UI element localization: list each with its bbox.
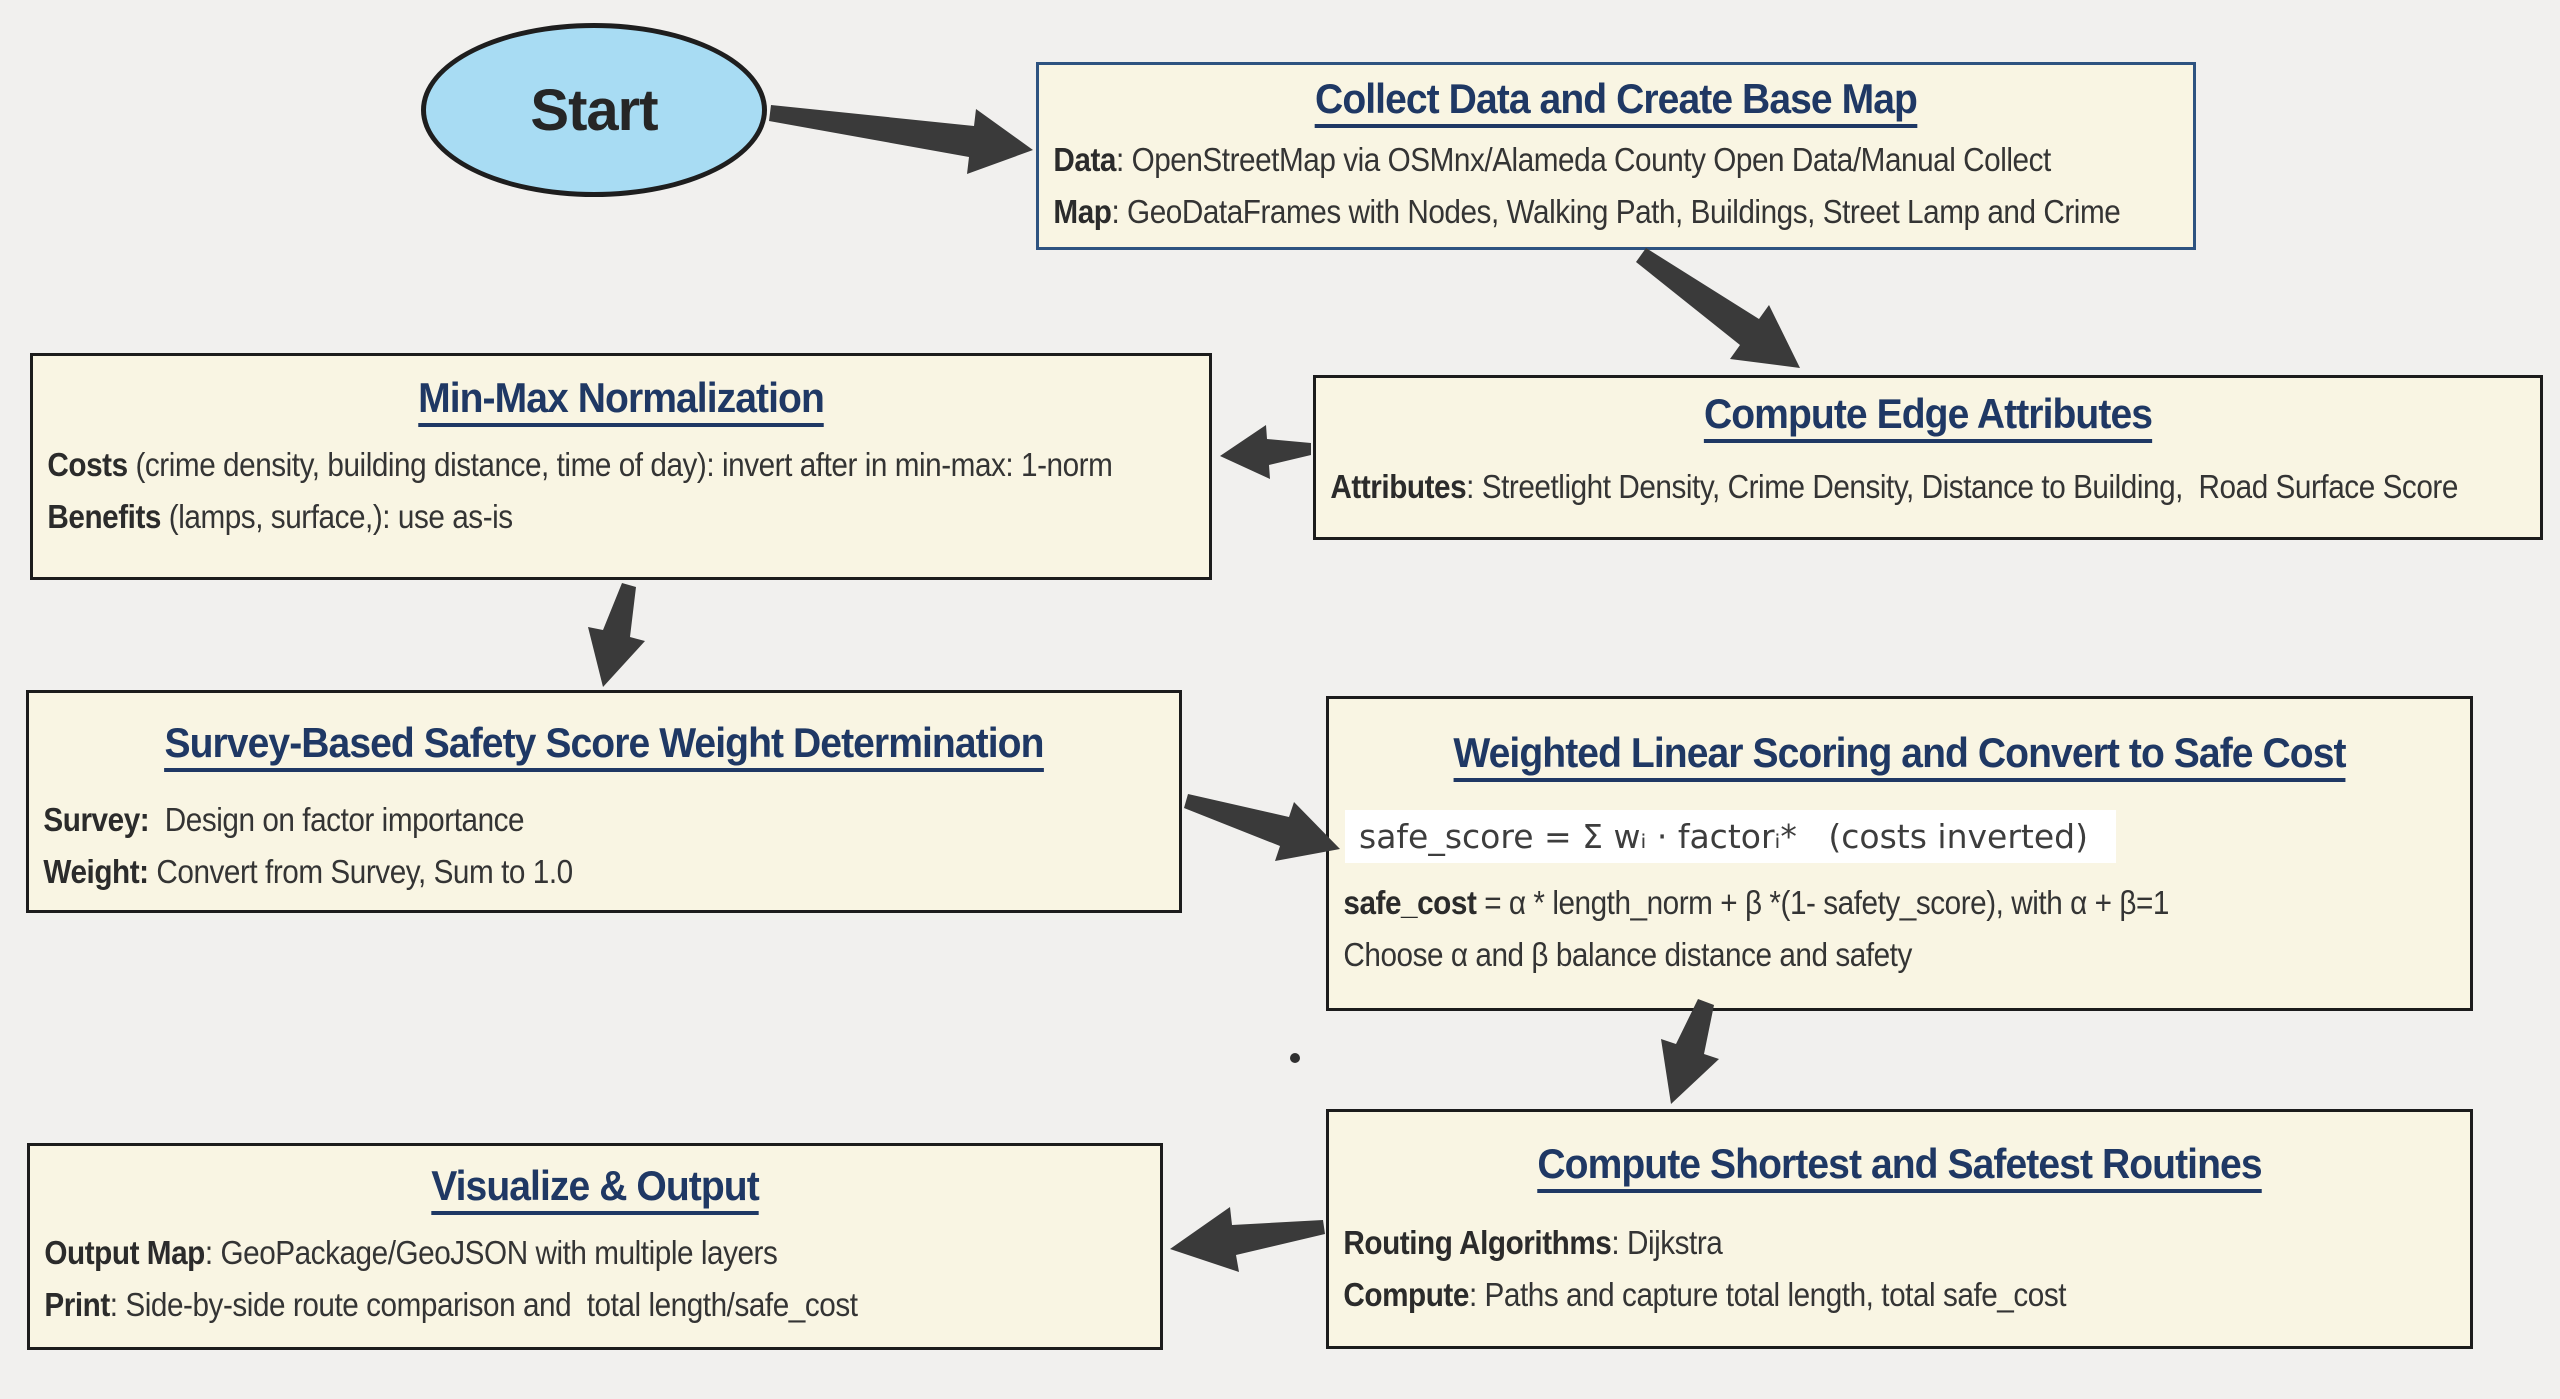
collect-data-node: Collect Data and Create Base Map Data: O… <box>1036 62 2196 250</box>
compute-routes-node: Compute Shortest and Safetest Routines R… <box>1326 1109 2473 1349</box>
line-text: : Side-by-side route comparison and tota… <box>109 1285 858 1323</box>
line-label: Output Map <box>44 1233 205 1271</box>
flow-arrow <box>1170 1207 1325 1272</box>
routing-line-1: Routing Algorithms: Dijkstra <box>1329 1217 2356 1269</box>
flow-arrow <box>588 583 645 687</box>
print-line: Print: Side-by-side route comparison and… <box>30 1279 1047 1331</box>
line-text: (lamps, surface,): use as-is <box>160 497 513 535</box>
minmax-title-text: Min-Max Normalization <box>418 374 825 427</box>
weighted-scoring-title-text: Weighted Linear Scoring and Convert to S… <box>1453 729 2347 782</box>
line-label: safe_cost <box>1343 883 1477 921</box>
edge-attributes-node: Compute Edge Attributes Attributes: Stre… <box>1313 375 2543 540</box>
compute-routes-title-text: Compute Shortest and Safetest Routines <box>1537 1140 2263 1193</box>
collect-data-line-2: Map: GeoDataFrames with Nodes, Walking P… <box>1039 186 2120 238</box>
line-text: Choose α and β balance distance and safe… <box>1343 935 1912 973</box>
survey-weights-title: Survey-Based Safety Score Weight Determi… <box>69 717 1139 772</box>
line-label: Data <box>1053 140 1116 178</box>
line-text: (crime density, building distance, time … <box>127 445 1113 483</box>
routing-line-2: Compute: Paths and capture total length,… <box>1329 1269 2356 1321</box>
line-text: : GeoDataFrames with Nodes, Walking Path… <box>1111 192 2121 230</box>
line-text: Design on factor importance <box>149 800 525 838</box>
line-text: = α * length_norm + β *(1- safety_score)… <box>1476 883 2169 921</box>
minmax-title: Min-Max Normalization <box>74 372 1168 427</box>
survey-line-1: Survey: Design on factor importance <box>29 794 1064 846</box>
weighted-scoring-node: Weighted Linear Scoring and Convert to S… <box>1326 696 2473 1011</box>
survey-weights-node: Survey-Based Safety Score Weight Determi… <box>26 690 1182 913</box>
collect-data-title: Collect Data and Create Base Map <box>1079 73 2152 128</box>
visualize-output-title: Visualize & Output <box>70 1160 1121 1215</box>
minmax-line-2: Benefits (lamps, surface,): use as-is <box>33 491 1091 543</box>
line-label: Print <box>44 1285 110 1323</box>
line-text: : GeoPackage/GeoJSON with multiple layer… <box>204 1233 778 1271</box>
visualize-output-node: Visualize & Output Output Map: GeoPackag… <box>27 1143 1163 1350</box>
safe-cost-line: safe_cost = α * length_norm + β *(1- saf… <box>1329 877 2356 929</box>
flow-arrow <box>1661 999 1719 1104</box>
flow-arrow <box>1636 248 1800 368</box>
line-label: Costs <box>47 445 128 483</box>
edge-attributes-title-text: Compute Edge Attributes <box>1703 390 2153 443</box>
line-label: Attributes <box>1330 467 1467 505</box>
line-label: Survey: <box>43 800 150 838</box>
line-text: Convert from Survey, Sum to 1.0 <box>148 852 573 890</box>
flow-arrow <box>1220 425 1311 479</box>
minmax-line-1: Costs (crime density, building distance,… <box>33 439 1112 491</box>
collect-data-line-1: Data: OpenStreetMap via OSMnx/Alameda Co… <box>1039 134 2078 186</box>
line-label: Benefits <box>47 497 161 535</box>
weighted-scoring-title: Weighted Linear Scoring and Convert to S… <box>1369 727 2430 782</box>
line-label: Compute <box>1343 1275 1469 1313</box>
safe-score-formula: safe_score = Σ wᵢ · factorᵢ* (costs inve… <box>1345 809 2116 863</box>
line-text: : Paths and capture total length, total … <box>1468 1275 2067 1313</box>
survey-line-2: Weight: Convert from Survey, Sum to 1.0 <box>29 846 1064 898</box>
compute-routes-title: Compute Shortest and Safetest Routines <box>1369 1138 2430 1193</box>
start-node: Start <box>421 23 767 197</box>
visualize-output-title-text: Visualize & Output <box>431 1162 760 1215</box>
flow-arrow <box>1184 794 1340 861</box>
minmax-normalization-node: Min-Max Normalization Costs (crime densi… <box>30 353 1212 580</box>
start-label: Start <box>530 77 658 143</box>
flow-arrow <box>769 105 1033 174</box>
edge-attributes-line-1: Attributes: Streetlight Density, Crime D… <box>1316 461 2458 513</box>
edge-attributes-title: Compute Edge Attributes <box>1359 388 2497 443</box>
alpha-beta-line: Choose α and β balance distance and safe… <box>1329 929 2356 981</box>
line-text: : Streetlight Density, Crime Density, Di… <box>1466 467 2458 505</box>
survey-weights-title-text: Survey-Based Safety Score Weight Determi… <box>164 719 1044 772</box>
stray-dot <box>1290 1053 1300 1063</box>
line-text: : Dijkstra <box>1611 1223 1723 1261</box>
output-map-line: Output Map: GeoPackage/GeoJSON with mult… <box>30 1227 1047 1279</box>
line-label: Routing Algorithms <box>1343 1223 1612 1261</box>
line-label: Weight: <box>43 852 149 890</box>
line-text: : OpenStreetMap via OSMnx/Alameda County… <box>1115 140 2051 178</box>
line-label: Map <box>1053 192 1112 230</box>
collect-data-title-text: Collect Data and Create Base Map <box>1315 75 1918 128</box>
